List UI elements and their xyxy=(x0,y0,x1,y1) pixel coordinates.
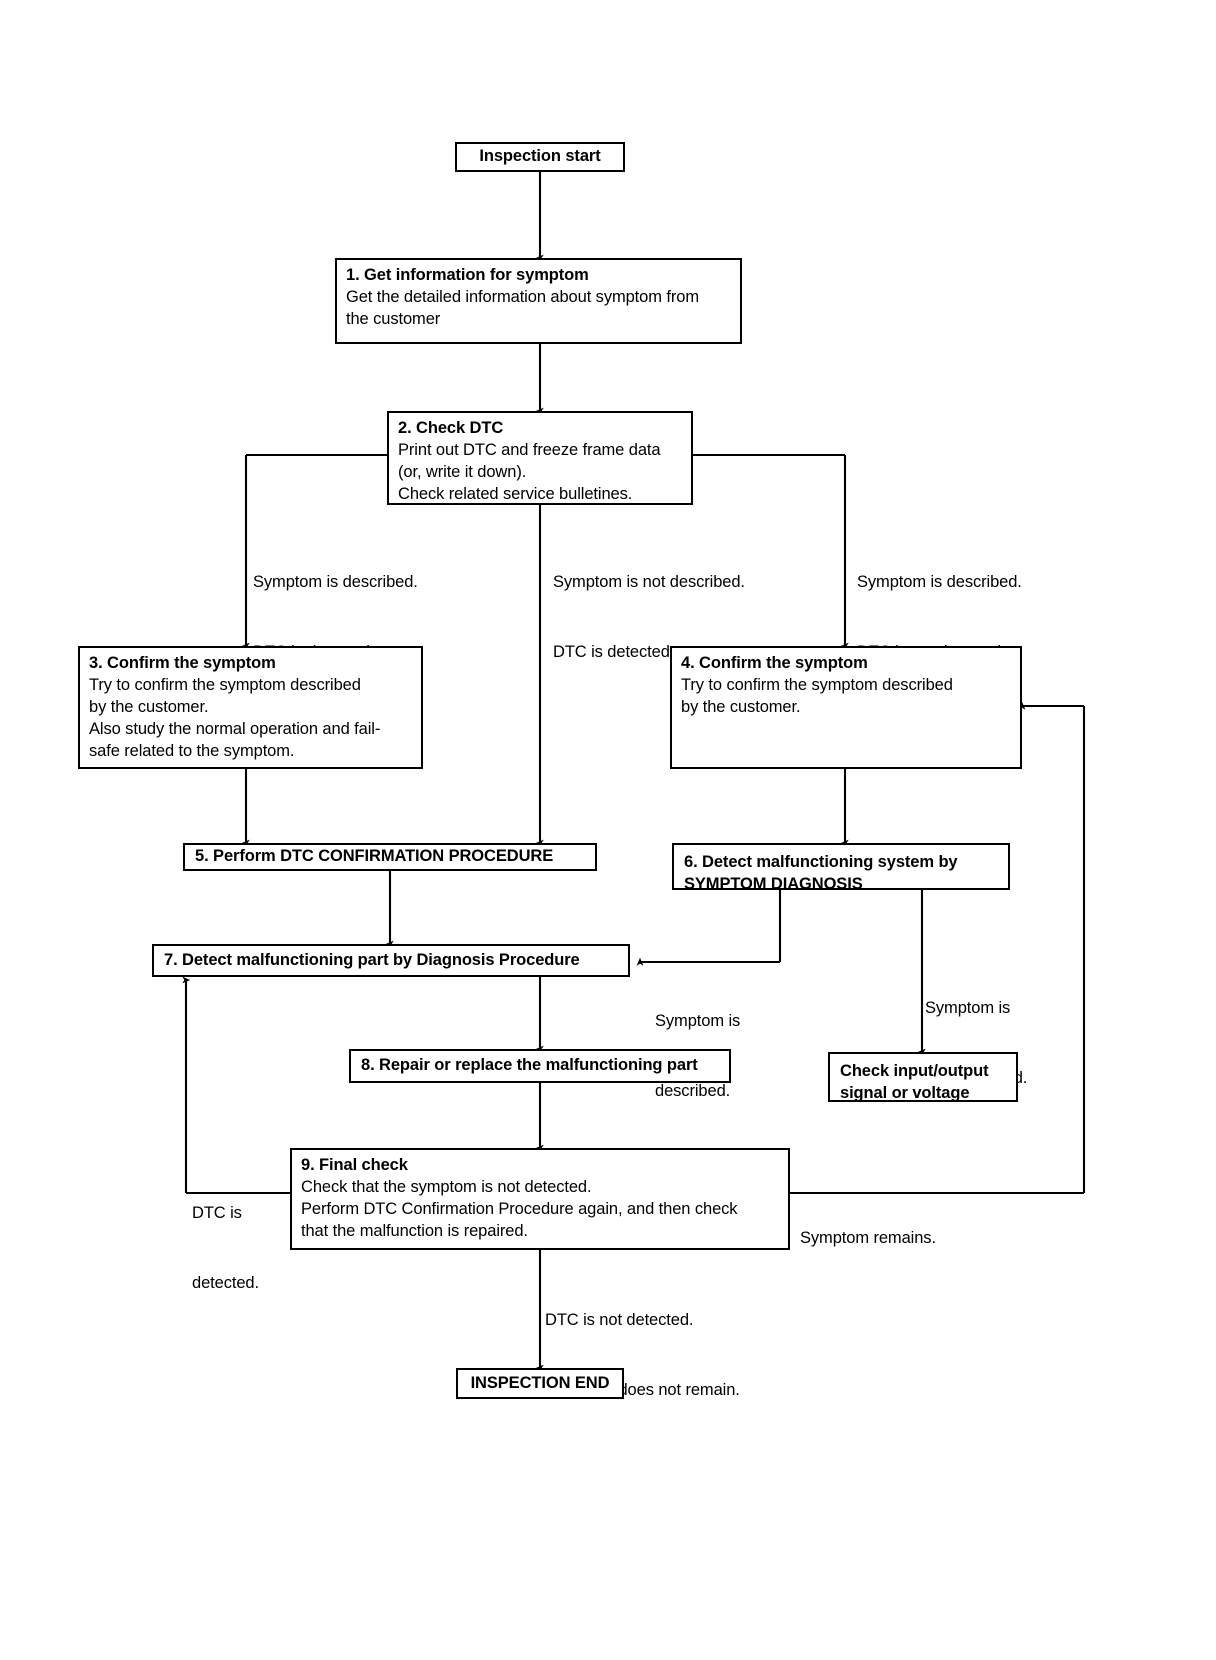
node-step-6-line-2: SYMPTOM DIAGNOSIS xyxy=(684,875,863,894)
node-step-2[interactable]: 2. Check DTC Print out DTC and freeze fr… xyxy=(387,411,693,505)
edge-label-symptom-is-described-line-1: Symptom is xyxy=(655,1011,741,1030)
node-step-3-header: 3. Confirm the symptom xyxy=(89,654,276,672)
node-step-5[interactable]: 5. Perform DTC CONFIRMATION PROCEDURE xyxy=(183,843,597,871)
edge-label-symptom-is-described: Symptom is described. xyxy=(655,963,740,1150)
node-check-input-output-line-1: Check input/output xyxy=(840,1062,989,1080)
node-step-2-line-3: Check related service bulletines. xyxy=(398,484,633,503)
node-step-3-line-1: Try to confirm the symptom described xyxy=(89,675,361,694)
node-inspection-start-label: Inspection start xyxy=(479,147,601,166)
edge-label-mid-branch-line-2: DTC is detected. xyxy=(553,643,675,662)
node-step-6[interactable]: 6. Detect malfunctioning system by SYMPT… xyxy=(672,843,1010,893)
node-step-9-line-3: that the malfunction is repaired. xyxy=(301,1221,528,1240)
node-step-6-line-1: 6. Detect malfunctioning system by xyxy=(684,853,958,871)
node-step-4-line-1: Try to confirm the symptom described xyxy=(681,675,953,694)
node-step-4-header: 4. Confirm the symptom xyxy=(681,654,868,672)
node-step-7[interactable]: 7. Detect malfunctioning part by Diagnos… xyxy=(152,944,630,977)
node-step-3-line-3: Also study the normal operation and fail… xyxy=(89,719,381,738)
node-inspection-end-label: INSPECTION END xyxy=(470,1373,610,1392)
edge-label-left-branch-line-1: Symptom is described. xyxy=(253,572,418,591)
edge-label-symptom-is-described-line-2: described. xyxy=(655,1082,731,1101)
node-step-9-line-2: Perform DTC Confirmation Procedure again… xyxy=(301,1199,738,1218)
edge-label-symptom-remains-line-1: Symptom remains. xyxy=(800,1228,936,1247)
node-step-2-line-1: Print out DTC and freeze frame data xyxy=(398,440,661,459)
edge-label-symptom-is-not-described: Symptom is not described. xyxy=(925,950,1027,1137)
node-check-input-output[interactable]: Check input/output signal or voltage xyxy=(828,1052,1018,1102)
edge-label-dtc-is-detected-line-2: detected. xyxy=(192,1274,259,1293)
node-step-8[interactable]: 8. Repair or replace the malfunctioning … xyxy=(349,1049,731,1083)
node-step-1-line-2: the customer xyxy=(346,309,441,328)
node-step-2-line-2: (or, write it down). xyxy=(398,462,527,481)
node-step-8-label: 8. Repair or replace the malfunctioning … xyxy=(361,1056,698,1075)
edge-label-symptom-remains: Symptom remains. xyxy=(800,1180,936,1297)
edge-label-final-ok: DTC is not detected. Symptom does not re… xyxy=(545,1262,740,1449)
node-step-1[interactable]: 1. Get information for symptom Get the d… xyxy=(335,258,742,344)
edge-label-mid-branch-line-1: Symptom is not described. xyxy=(553,572,745,591)
node-inspection-end[interactable]: INSPECTION END xyxy=(456,1368,624,1399)
node-step-3-line-4: safe related to the symptom. xyxy=(89,741,295,760)
node-step-3[interactable]: 3. Confirm the symptom Try to confirm th… xyxy=(78,646,423,769)
node-step-5-label: 5. Perform DTC CONFIRMATION PROCEDURE xyxy=(195,847,554,866)
edge-label-mid-branch: Symptom is not described. DTC is detecte… xyxy=(553,524,745,711)
edge-label-final-ok-line-1: DTC is not detected. xyxy=(545,1310,694,1329)
node-check-input-output-line-2: signal or voltage xyxy=(840,1084,970,1103)
node-step-2-header: 2. Check DTC xyxy=(398,419,504,437)
node-inspection-start[interactable]: Inspection start xyxy=(455,142,625,172)
node-step-1-header: 1. Get information for symptom xyxy=(346,266,589,284)
node-step-9-line-1: Check that the symptom is not detected. xyxy=(301,1177,592,1196)
node-step-9-header: 9. Final check xyxy=(301,1156,408,1174)
edge-label-symptom-is-not-described-line-1: Symptom is xyxy=(925,998,1011,1017)
node-step-4[interactable]: 4. Confirm the symptom Try to confirm th… xyxy=(670,646,1022,769)
node-step-7-label: 7. Detect malfunctioning part by Diagnos… xyxy=(164,950,580,969)
edge-label-dtc-is-detected: DTC is detected. xyxy=(192,1155,259,1342)
node-step-4-line-2: by the customer. xyxy=(681,697,801,716)
node-step-3-line-2: by the customer. xyxy=(89,697,209,716)
node-step-9[interactable]: 9. Final check Check that the symptom is… xyxy=(290,1148,790,1250)
node-step-1-line-1: Get the detailed information about sympt… xyxy=(346,287,699,306)
edge-label-right-branch-line-1: Symptom is described. xyxy=(857,572,1022,591)
edge-label-dtc-is-detected-line-1: DTC is xyxy=(192,1203,242,1222)
